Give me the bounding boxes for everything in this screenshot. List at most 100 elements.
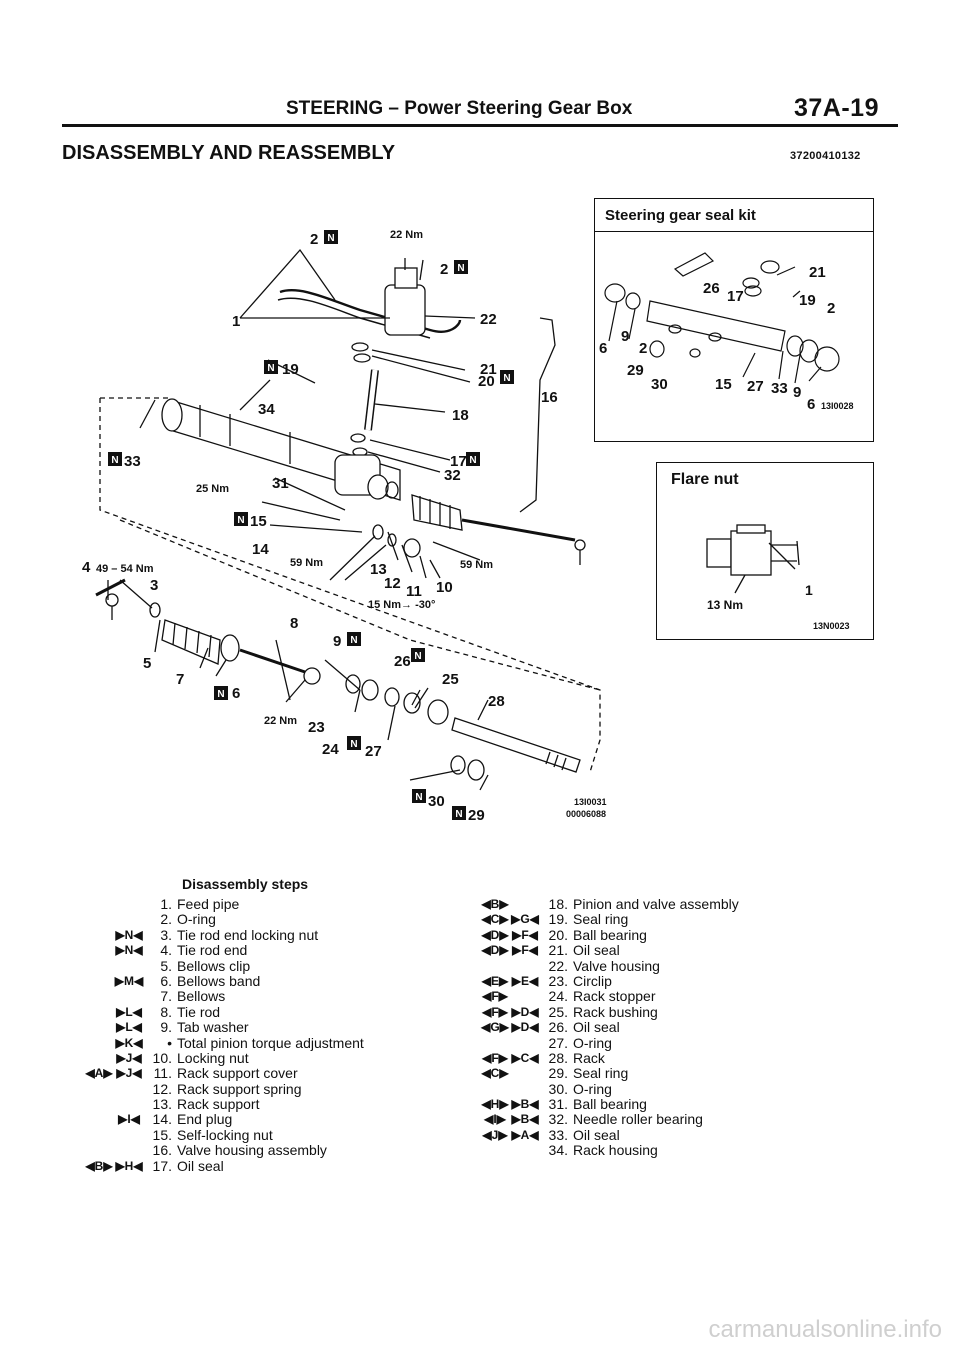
step-mark-a: ◀C▶ bbox=[481, 912, 509, 927]
step-mark-b bbox=[114, 897, 144, 912]
step-number: 1. bbox=[160, 896, 172, 912]
callout-12: 12 bbox=[384, 575, 401, 592]
step-label: Oil seal bbox=[573, 1019, 620, 1036]
step-mark-a: ◀D▶ bbox=[481, 927, 509, 942]
callout-13: 13 bbox=[370, 561, 387, 578]
kit-callout-2: 2 bbox=[639, 340, 647, 357]
step-row: 7.Bellows bbox=[84, 988, 364, 1005]
callout-6: 6 bbox=[232, 685, 240, 702]
callout-28: 28 bbox=[488, 693, 505, 710]
document-number: 37200410132 bbox=[790, 150, 861, 162]
kit-callout-21: 21 bbox=[809, 264, 826, 281]
step-mark-b: ▶N◀ bbox=[115, 927, 143, 942]
step-label: Seal ring bbox=[573, 911, 629, 928]
step-mark-b: ▶L◀ bbox=[116, 1004, 142, 1019]
step-mark-a bbox=[480, 1036, 510, 1051]
header-rule bbox=[62, 124, 898, 127]
callout-26: 26 bbox=[394, 653, 411, 670]
step-number: 28. bbox=[548, 1049, 568, 1066]
callout-14: 14 bbox=[252, 541, 269, 558]
step-number: • bbox=[167, 1034, 172, 1051]
step-row: ◀F▶▶C◀28.Rack bbox=[480, 1049, 739, 1066]
step-mark-a bbox=[84, 912, 114, 927]
callout-20: 20 bbox=[478, 373, 495, 390]
step-number: 34. bbox=[548, 1142, 568, 1159]
callout-22: 22 bbox=[480, 311, 497, 328]
step-row: ◀B▶▶H◀17.Oil seal bbox=[84, 1157, 364, 1174]
torque-59nm: 59 Nm bbox=[460, 559, 493, 571]
kit-callout-30: 30 bbox=[651, 376, 668, 393]
flare-nut-torque: 13 Nm bbox=[707, 598, 743, 612]
step-number: 30. bbox=[548, 1080, 568, 1097]
step-number: 12. bbox=[152, 1080, 172, 1097]
step-number: 27. bbox=[548, 1034, 568, 1051]
step-label: Self-locking nut bbox=[177, 1126, 273, 1143]
steps-right-column: ◀B▶18.Pinion and valve assembly◀C▶▶G◀19.… bbox=[480, 896, 739, 1159]
step-mark-b bbox=[114, 1097, 144, 1112]
callout-32: 32 bbox=[444, 467, 461, 484]
step-row: 22.Valve housing bbox=[480, 958, 739, 974]
step-mark-a: ◀B▶ bbox=[85, 1158, 113, 1173]
callout-24: 24 bbox=[322, 741, 339, 758]
flare-figure-code: 13N0023 bbox=[813, 621, 850, 631]
step-label: Bellows clip bbox=[177, 957, 251, 974]
kit-callout-26: 26 bbox=[703, 280, 720, 297]
n-badge: N bbox=[237, 515, 244, 526]
step-number: 15. bbox=[152, 1126, 172, 1143]
callout-5: 5 bbox=[143, 655, 151, 672]
n-badge: N bbox=[469, 455, 476, 466]
step-row: ◀D▶▶F◀21.Oil seal bbox=[480, 942, 739, 958]
step-row: 2.O-ring bbox=[84, 911, 364, 928]
n-badge: N bbox=[415, 792, 422, 803]
step-label: End plug bbox=[177, 1111, 233, 1128]
step-label: O-ring bbox=[573, 1034, 612, 1051]
step-number: 24. bbox=[548, 988, 568, 1005]
step-row: ◀F▶24.Rack stopper bbox=[480, 988, 739, 1005]
step-number: 13. bbox=[152, 1096, 172, 1113]
step-row: ▶M◀6.Bellows band bbox=[84, 973, 364, 989]
callout-34: 34 bbox=[258, 401, 275, 418]
step-mark-b: ▶F◀ bbox=[512, 943, 538, 958]
step-row: ◀C▶▶G◀19.Seal ring bbox=[480, 911, 739, 928]
steps-title: Disassembly steps bbox=[182, 876, 309, 892]
step-mark-a bbox=[84, 1036, 114, 1051]
step-mark-a bbox=[84, 974, 114, 989]
step-row: 5.Bellows clip bbox=[84, 957, 364, 974]
step-label: Oil seal bbox=[177, 1157, 224, 1174]
step-mark-b: ▶A◀ bbox=[511, 1127, 539, 1142]
step-mark-a bbox=[480, 959, 510, 974]
step-label: Tie rod bbox=[177, 1003, 221, 1020]
step-mark-b bbox=[114, 1082, 144, 1097]
kit-callout-19: 19 bbox=[799, 292, 816, 309]
step-label: Pinion and valve assembly bbox=[573, 896, 739, 912]
kit-callout-29: 29 bbox=[627, 362, 644, 379]
seal-kit-box: Steering gear seal kit 26 17 21 19 bbox=[594, 198, 874, 442]
step-label: Tie rod end bbox=[177, 942, 248, 959]
step-mark-b bbox=[114, 1143, 144, 1158]
callout-21: 21 bbox=[480, 361, 497, 378]
step-mark-b bbox=[114, 1128, 144, 1143]
step-number: 7. bbox=[160, 988, 172, 1005]
step-number: 10. bbox=[152, 1049, 172, 1066]
step-mark-b: ▶D◀ bbox=[511, 1020, 539, 1035]
step-number: 14. bbox=[152, 1111, 172, 1128]
step-label: Ball bearing bbox=[573, 1096, 647, 1113]
kit-callout-6: 6 bbox=[599, 340, 607, 357]
n-badge: N bbox=[503, 373, 510, 384]
step-label: O-ring bbox=[177, 911, 216, 928]
step-number: 11. bbox=[153, 1065, 172, 1082]
callout-23: 23 bbox=[308, 719, 325, 736]
flare-nut-box: Flare nut 13 Nm 1 13N0023 bbox=[656, 462, 874, 640]
step-label: O-ring bbox=[573, 1080, 612, 1097]
step-mark-a bbox=[480, 1143, 510, 1158]
step-number: 31. bbox=[548, 1096, 568, 1113]
section-title: STEERING – Power Steering Gear Box bbox=[286, 98, 633, 119]
step-mark-a bbox=[84, 1097, 114, 1112]
step-mark-b bbox=[510, 1066, 540, 1081]
callout-33: 33 bbox=[124, 453, 141, 470]
callout-4: 4 bbox=[82, 559, 91, 576]
torque-22nm-b: 22 Nm bbox=[264, 715, 297, 727]
step-mark-a: ◀F▶ bbox=[482, 989, 508, 1004]
kit-callout-6: 6 bbox=[807, 396, 815, 413]
step-row: 34.Rack housing bbox=[480, 1142, 739, 1159]
